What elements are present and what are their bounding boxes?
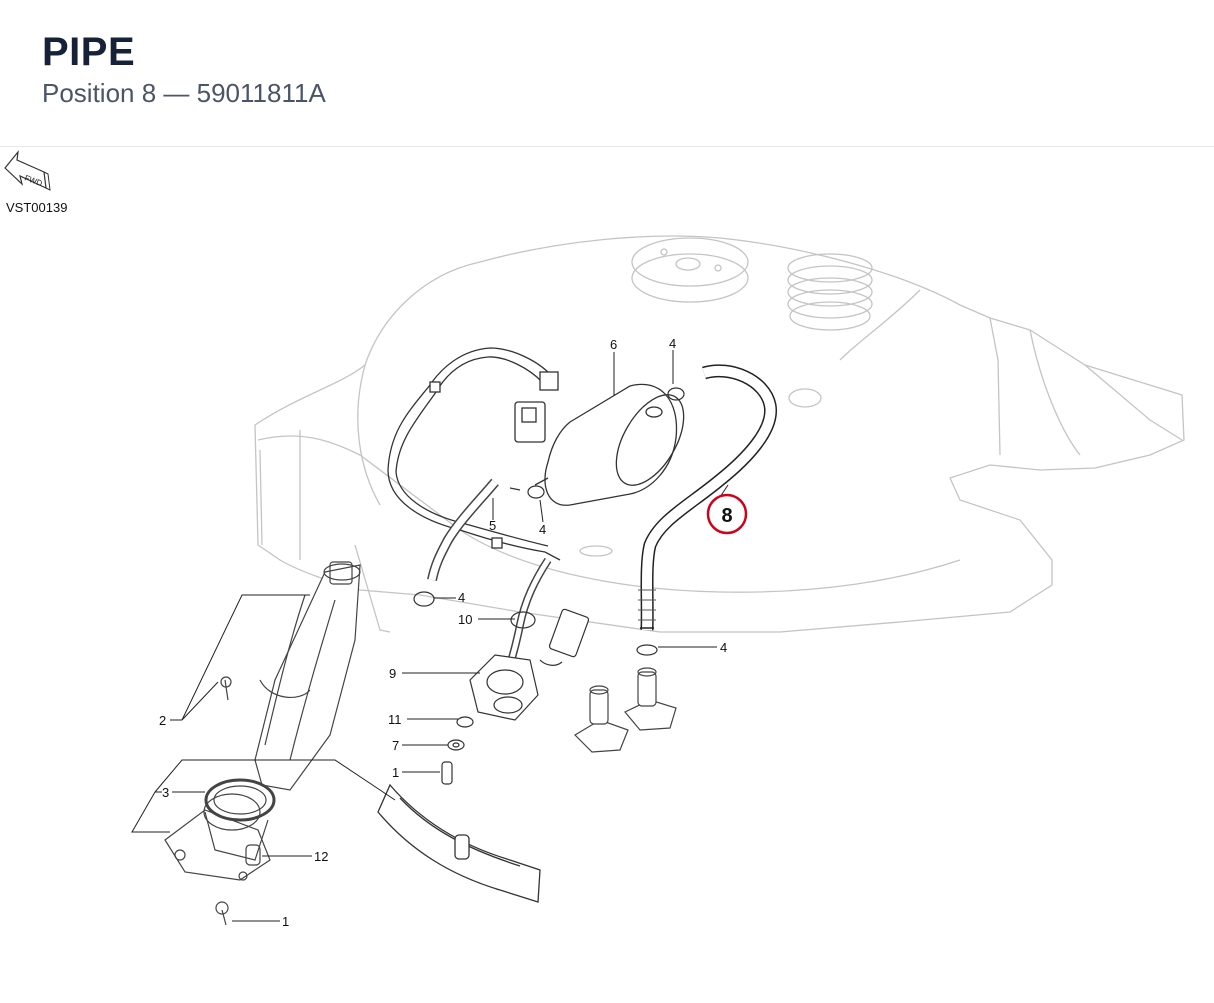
pipe-8 [638,364,777,631]
page-subtitle: Position 8 — 59011811A [42,78,326,108]
diagram-code: VST00139 [6,200,68,215]
callout-6: 6 [610,337,617,352]
leader-lines [131,350,729,922]
callout-4-left: 4 [458,590,465,605]
drain-hose [377,783,541,903]
fwd-arrow-icon: FWD [4,149,51,191]
fuel-filter [534,383,685,506]
callout-12: 12 [314,849,328,864]
callout-8: 8 [721,505,732,527]
callout-11: 11 [388,712,402,727]
callout-9: 9 [389,666,396,681]
callout-4-mid: 4 [539,522,546,537]
callout-1-bottom: 1 [282,914,289,929]
header: PIPE Position 8 — 59011811A [0,0,1214,147]
callout-10: 10 [458,612,472,627]
fuel-tank [254,235,1185,633]
highlight-callout-8[interactable]: 8 [706,493,748,535]
hose-5 [427,478,521,582]
callout-7: 7 [392,738,399,753]
callout-1-mid: 1 [392,765,399,780]
callout-4-right: 4 [720,640,727,655]
callout-4-top: 4 [669,336,676,351]
wire-harness [387,347,561,561]
callout-3: 3 [162,785,169,800]
page-title: PIPE [42,30,136,74]
fuel-pump-assembly [164,561,361,926]
fittings [574,667,677,753]
callout-2: 2 [159,713,166,728]
callouts: 6 4 5 4 4 10 9 11 7 1 4 2 3 12 1 [159,336,727,929]
parts-diagram: FWD [4,149,1185,929]
callout-5: 5 [489,518,496,533]
highlight-ring [706,493,748,535]
regulator-9 [469,654,539,721]
